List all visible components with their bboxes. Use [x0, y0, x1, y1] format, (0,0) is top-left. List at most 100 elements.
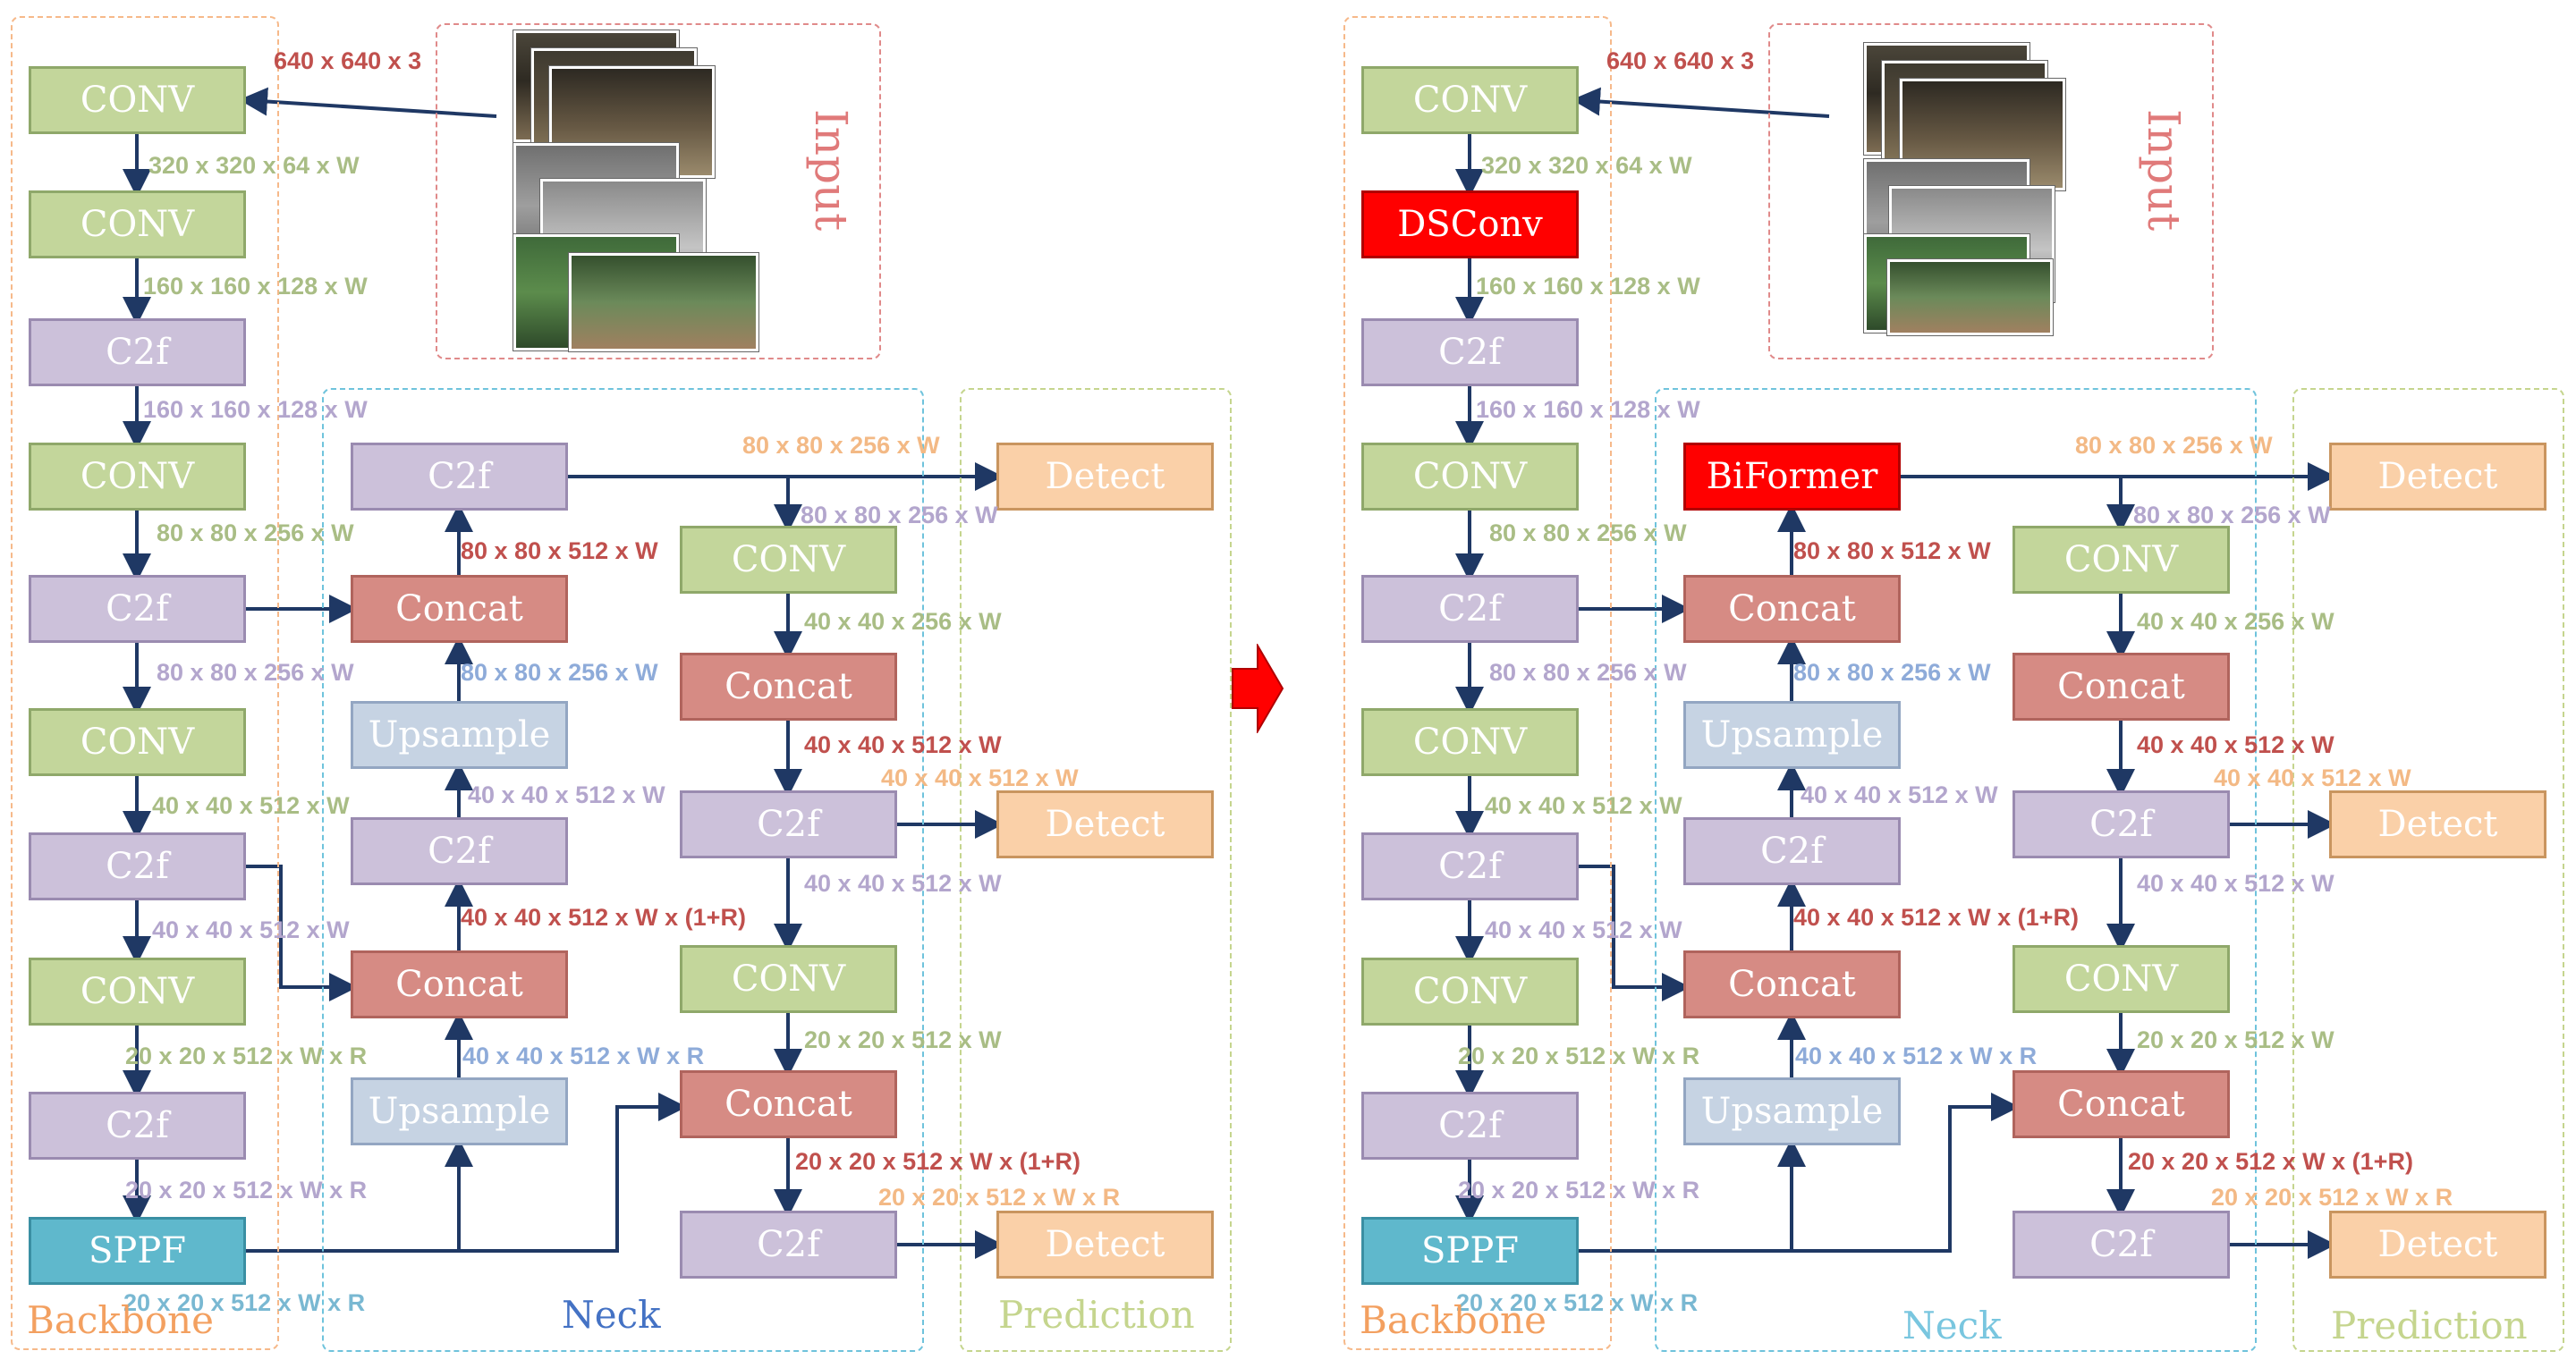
dim-label: 80 x 80 x 256 x W [1489, 659, 1687, 686]
head-block-conv-1: CONV [680, 526, 897, 594]
backbone-block-conv-3: CONV [1361, 443, 1579, 511]
neck-label: Neck [562, 1293, 661, 1337]
dim-label: 40 x 40 x 512 x W [468, 781, 665, 808]
dim-label: 320 x 320 x 64 x W [148, 152, 360, 179]
dim-label: 320 x 320 x 64 x W [1481, 152, 1692, 179]
neck-label: Neck [1902, 1304, 2002, 1347]
right-arrow-icon [1232, 644, 1284, 733]
input-image [569, 253, 758, 351]
detect-block-1: Detect [996, 443, 1214, 511]
dim-label: 80 x 80 x 512 x W [1793, 537, 1991, 564]
head-block-conv-1: CONV [2012, 526, 2230, 594]
dim-label: 80 x 80 x 256 x W [801, 502, 998, 528]
prediction-region [2292, 388, 2564, 1352]
dim-label: 40 x 40 x 512 x W [804, 731, 1002, 758]
dim-label: 40 x 40 x 256 x W [804, 608, 1002, 635]
connection-arrow [246, 1093, 687, 1253]
backbone-block-conv-5: CONV [29, 958, 246, 1026]
detect-block-1: Detect [2329, 443, 2546, 511]
dim-label: 40 x 40 x 512 x W [804, 870, 1002, 897]
connection-arrow [1579, 1093, 2020, 1253]
dim-label: 40 x 40 x 512 x W [1485, 792, 1682, 819]
dim-label: 80 x 80 x 256 x W [461, 659, 658, 686]
dim-label: 80 x 80 x 256 x W [157, 659, 354, 686]
detect-block-3: Detect [996, 1211, 1214, 1279]
backbone-block-sppf: SPPF [1361, 1217, 1579, 1285]
backbone-label: Backbone [1360, 1298, 1546, 1342]
dim-label: 40 x 40 x 512 x W [1485, 916, 1682, 943]
input-region [436, 23, 881, 359]
backbone-block-dsconv: DSConv [1361, 190, 1579, 258]
backbone-block-c2f-3: C2f [1361, 832, 1579, 900]
head-block-conv-2: CONV [680, 945, 897, 1013]
dim-label: 80 x 80 x 256 x W [2075, 432, 2273, 459]
connection-arrow [239, 87, 497, 118]
dim-label: 40 x 40 x 512 x W [152, 916, 350, 943]
head-block-c2f-2: C2f [680, 1211, 897, 1279]
dim-label: 80 x 80 x 256 x W [157, 519, 354, 546]
dim-label: 20 x 20 x 512 x W [2137, 1026, 2334, 1053]
dim-label: 20 x 20 x 512 x W x R [123, 1289, 366, 1316]
input-dim-label: 640 x 640 x 3 [274, 47, 422, 74]
backbone-block-c2f-3: C2f [29, 832, 246, 900]
dim-label: 40 x 40 x 512 x W [2137, 731, 2334, 758]
dim-label: 20 x 20 x 512 x W x R [1456, 1289, 1699, 1316]
dim-label: 20 x 20 x 512 x W x R [2211, 1184, 2453, 1211]
dim-label: 20 x 20 x 512 x W [804, 1026, 1002, 1053]
neck-block-upsample-2: Upsample [351, 1077, 568, 1145]
neck-block-concat-2: Concat [351, 950, 568, 1018]
dim-label: 80 x 80 x 256 x W [2133, 502, 2331, 528]
detect-block-2: Detect [2329, 790, 2546, 858]
dim-label: 80 x 80 x 256 x W [742, 432, 940, 459]
neck-block-concat-1: Concat [1683, 575, 1901, 643]
connection-arrow [1579, 865, 1690, 1001]
neck-region [1655, 388, 2257, 1352]
head-block-concat-1: Concat [680, 653, 897, 721]
dim-label: 80 x 80 x 512 x W [461, 537, 658, 564]
head-block-concat-2: Concat [2012, 1070, 2230, 1138]
detect-block-2: Detect [996, 790, 1214, 858]
backbone-block-c2f-4: C2f [29, 1092, 246, 1160]
backbone-block-c2f-2: C2f [1361, 575, 1579, 643]
dim-label: 20 x 20 x 512 x W x (1+R) [795, 1148, 1080, 1175]
improved-diagram: Input CONV DSConv C2f CONV C2f CONV C2f … [1333, 0, 2576, 1368]
neck-block-c2f-mid: C2f [351, 817, 568, 885]
dim-label: 20 x 20 x 512 x W x R [125, 1043, 368, 1069]
dim-label: 40 x 40 x 512 x W [2137, 870, 2334, 897]
backbone-block-conv-4: CONV [1361, 708, 1579, 776]
neck-block-concat-2: Concat [1683, 950, 1901, 1018]
dim-label: 160 x 160 x 128 x W [143, 396, 368, 423]
dim-label: 40 x 40 x 512 x W [2214, 764, 2411, 791]
neck-block-upsample-1: Upsample [1683, 701, 1901, 769]
dim-label: 20 x 20 x 512 x W x (1+R) [2128, 1148, 2413, 1175]
head-block-c2f-1: C2f [2012, 790, 2230, 858]
dim-label: 160 x 160 x 128 x W [143, 273, 368, 300]
prediction-region [960, 388, 1232, 1352]
neck-block-concat-1: Concat [351, 575, 568, 643]
dim-label: 80 x 80 x 256 x W [1793, 659, 1991, 686]
dim-label: 80 x 80 x 256 x W [1489, 519, 1687, 546]
backbone-block-conv-4: CONV [29, 708, 246, 776]
backbone-block-c2f-1: C2f [29, 318, 246, 386]
backbone-block-conv-1: CONV [1361, 66, 1579, 134]
head-block-concat-1: Concat [2012, 653, 2230, 721]
head-block-concat-2: Concat [680, 1070, 897, 1138]
input-region [1768, 23, 2214, 359]
head-block-c2f-2: C2f [2012, 1211, 2230, 1279]
dim-label: 40 x 40 x 512 x W [152, 792, 350, 819]
input-image [1887, 259, 2053, 335]
backbone-block-conv-5: CONV [1361, 958, 1579, 1026]
head-block-conv-2: CONV [2012, 945, 2230, 1013]
backbone-region [11, 16, 279, 1350]
backbone-block-c2f-2: C2f [29, 575, 246, 643]
backbone-block-c2f-4: C2f [1361, 1092, 1579, 1160]
prediction-label: Prediction [2331, 1304, 2528, 1347]
input-label: Input [805, 109, 857, 232]
input-dim-label: 640 x 640 x 3 [1606, 47, 1755, 74]
backbone-block-conv-2: CONV [29, 190, 246, 258]
dim-label: 20 x 20 x 512 x W x R [1458, 1177, 1700, 1203]
dim-label: 160 x 160 x 128 x W [1476, 273, 1700, 300]
input-label: Input [2138, 109, 2190, 232]
backbone-region [1343, 16, 1612, 1350]
